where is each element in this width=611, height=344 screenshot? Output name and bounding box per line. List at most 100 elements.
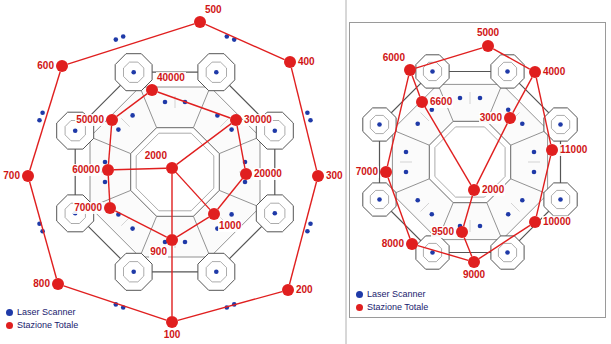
scanner-dot (558, 197, 563, 202)
room-detail (470, 92, 471, 104)
tower-room (551, 190, 569, 208)
tower (491, 236, 524, 269)
tower (115, 253, 152, 290)
tower (198, 253, 235, 290)
legend-swatch (356, 291, 363, 298)
total-station: 50000 (106, 114, 118, 126)
survey-line (30, 72, 60, 171)
total-station: 1000 (208, 208, 220, 220)
station-number: 3000 (479, 112, 503, 124)
survey-line (30, 182, 57, 278)
survey-line (387, 76, 408, 166)
scanner-dot (163, 100, 168, 105)
total-station: 5000 (482, 40, 494, 52)
total-station: 2000 (468, 184, 480, 196)
total-station: 2000 (166, 162, 178, 174)
survey-line (68, 24, 195, 64)
survey-line (176, 172, 210, 209)
survey-line (479, 225, 530, 258)
room-detail (421, 113, 430, 122)
total-station: 9000 (468, 256, 480, 268)
total-station: 800 (52, 278, 64, 290)
station-number: 6000 (382, 52, 406, 64)
survey-line (64, 286, 167, 320)
legend-row: Laser Scanner (6, 307, 76, 318)
scanner-dot (40, 111, 45, 116)
survey-line (290, 182, 317, 284)
tower-room (423, 243, 441, 261)
station-number: 10000 (542, 216, 572, 228)
tower-room (370, 190, 388, 208)
station-number: 1000 (218, 220, 242, 232)
scanner-dot (558, 122, 563, 127)
legend-row: Stazione Totale (6, 320, 78, 331)
scanner-dot (404, 170, 409, 175)
scanner-dot (308, 118, 313, 123)
station-number: 800 (32, 278, 51, 290)
station-number: 100 (163, 329, 182, 341)
scanner-points (37, 34, 563, 310)
room-detail (400, 162, 412, 163)
total-station: 200 (282, 284, 294, 296)
scanner-dot (114, 37, 119, 42)
legend-swatch (6, 309, 13, 316)
station-number: 600 (36, 60, 55, 72)
station-number: 200 (295, 284, 314, 296)
survey-line (177, 124, 231, 165)
scanner-dot (305, 229, 310, 234)
survey-line (464, 196, 473, 226)
tower-room (206, 62, 226, 82)
room-detail (528, 162, 540, 163)
station-number: 50000 (75, 114, 105, 126)
scanner-dot (478, 224, 483, 229)
scanner-dot (520, 122, 525, 127)
room-detail (421, 203, 430, 212)
scanner-dot (532, 150, 537, 155)
station-number: 300 (325, 170, 344, 182)
legend-text: Stazione Totale (17, 320, 78, 330)
scanner-dot (404, 150, 409, 155)
survey-line (291, 68, 316, 170)
station-number: 500 (204, 4, 223, 16)
survey-line (416, 48, 483, 68)
total-station: 4000 (529, 66, 541, 78)
survey-line (237, 126, 245, 168)
scanner-dot (273, 128, 278, 133)
tower-room (265, 203, 285, 223)
station-number: 700 (2, 170, 21, 182)
station-number: 11000 (559, 144, 588, 156)
station-number: 9000 (462, 269, 486, 281)
total-station: 40000 (146, 84, 158, 96)
total-station: 70000 (104, 202, 116, 214)
scanner-dot (478, 96, 483, 101)
room-wall (487, 203, 502, 240)
scanner-dot (229, 212, 234, 217)
total-station: 20000 (240, 168, 252, 180)
total-station: 6600 (416, 96, 428, 108)
room-wall (193, 216, 210, 257)
scanner-dot (243, 180, 248, 185)
scanner-dot (273, 211, 278, 216)
room-detail (220, 118, 228, 126)
total-station: 6000 (404, 64, 416, 76)
total-station: 11000 (546, 144, 558, 156)
outer-wall (75, 72, 275, 272)
tower (363, 108, 396, 141)
survey-line (206, 24, 285, 59)
survey-line (536, 78, 550, 144)
survey-line (477, 123, 508, 184)
room-wall (392, 179, 429, 194)
scanner-dot (505, 250, 510, 255)
room-detail (121, 217, 129, 225)
survey-line (412, 76, 420, 97)
station-number: 60000 (71, 164, 101, 176)
total-station: 8000 (406, 238, 418, 250)
total-station: 30000 (230, 114, 242, 126)
tower (256, 195, 293, 232)
scanner-dot (430, 212, 435, 217)
scanner-dot (415, 198, 420, 203)
scanner-dot (305, 111, 310, 116)
station-number: 900 (149, 246, 168, 258)
station-number: 40000 (156, 72, 186, 84)
plan-frame (350, 23, 606, 318)
